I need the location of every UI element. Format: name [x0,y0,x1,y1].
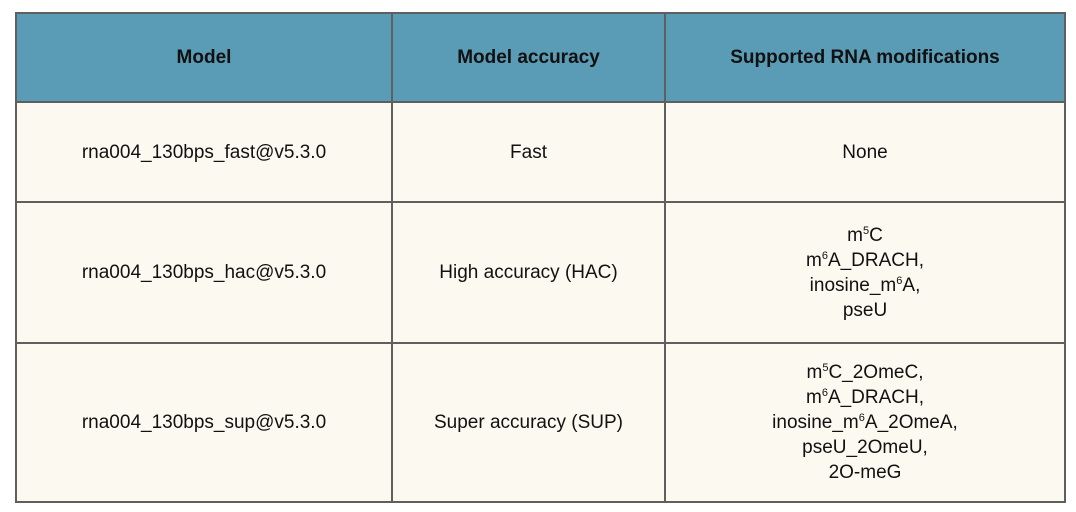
superscript: 5 [862,224,870,237]
header-model-accuracy: Model accuracy [391,12,666,103]
header-supported-modifications: Supported RNA modifications [664,12,1066,103]
accuracy-cell: Fast [391,101,666,203]
superscript: 6 [821,387,828,399]
table-row: rna004_130bps_sup@v5.3.0 Super accuracy … [15,342,1066,503]
modification-item: m6A_DRACH, [805,249,925,271]
model-cell: rna004_130bps_sup@v5.3.0 [15,342,393,503]
accuracy-cell: Super accuracy (SUP) [391,342,666,503]
modifications-cell: None [664,101,1066,203]
superscript: 6 [858,412,865,424]
table-row: rna004_130bps_hac@v5.3.0 High accuracy (… [15,201,1066,344]
models-table: Model Model accuracy Supported RNA modif… [15,12,1066,503]
superscript: 6 [821,249,828,262]
modification-item: m5C [847,224,883,246]
modifications-cell: m5C_2OmeC, m6A_DRACH, inosine_m6A_2OmeA,ps… [664,342,1066,503]
model-cell: rna004_130bps_fast@v5.3.0 [15,101,393,203]
modification-item: m6A_DRACH, [805,387,925,408]
model-cell: rna004_130bps_hac@v5.3.0 [15,201,393,344]
accuracy-cell: High accuracy (HAC) [391,201,666,344]
table-header-row: Model Model accuracy Supported RNA modif… [15,12,1066,103]
modification-item: inosine_m6A_2OmeA, [772,412,958,433]
modifications-cell: m5C m6A_DRACH, inosine_m6A, pseU [664,201,1066,344]
modification-item: m5C_2OmeC, [806,362,924,383]
modification-item: 2O-meG [828,462,902,483]
modification-item: None [842,141,888,163]
header-model: Model [15,12,393,103]
superscript: 6 [896,274,903,287]
superscript: 5 [822,362,829,374]
models-table-container: Model Model accuracy Supported RNA modif… [15,12,1066,503]
modification-item: pseU [842,299,888,321]
modification-item: pseU_2OmeU, [802,437,928,458]
table-row: rna004_130bps_fast@v5.3.0 Fast None [15,101,1066,203]
modification-item: inosine_m6A, [809,274,921,296]
